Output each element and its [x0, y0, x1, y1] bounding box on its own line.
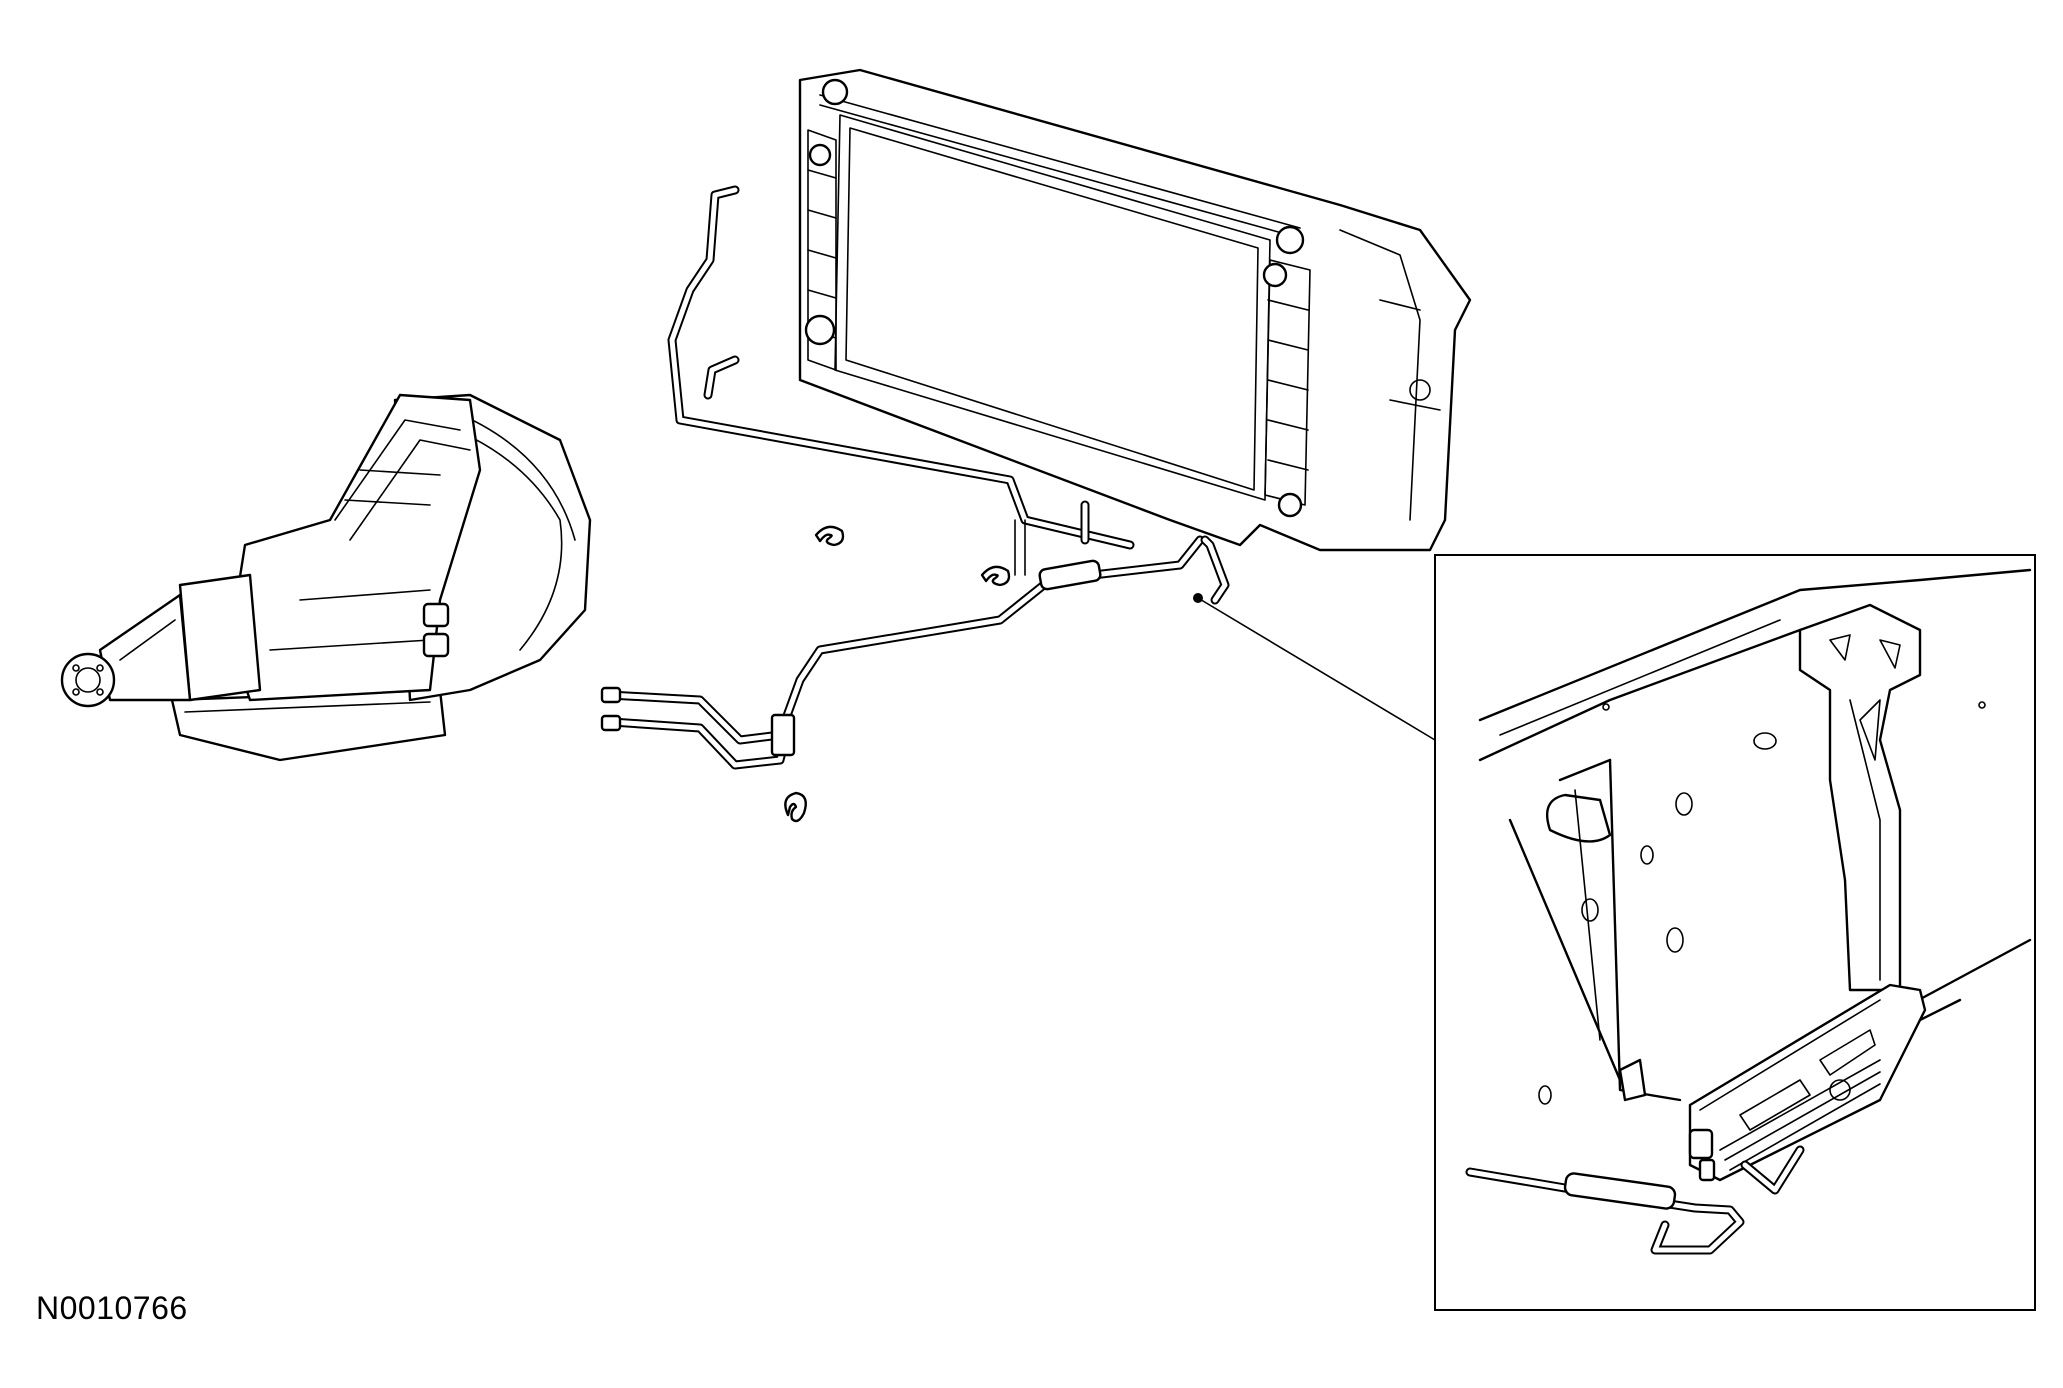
callout-leader-line	[1197, 597, 1436, 741]
retaining-clip	[980, 565, 1011, 587]
radiator-assembly	[798, 68, 1472, 552]
retaining-clip	[784, 791, 807, 823]
cooler-tube-lower	[600, 500, 1230, 770]
figure-reference-code: N0010766	[36, 1290, 188, 1326]
detail-inset	[1434, 554, 2036, 1311]
cooler-tube-upper	[667, 185, 1135, 550]
retaining-clip	[814, 525, 845, 547]
detail-inset-frame	[1434, 554, 2036, 1311]
transmission-assembly	[60, 393, 592, 762]
